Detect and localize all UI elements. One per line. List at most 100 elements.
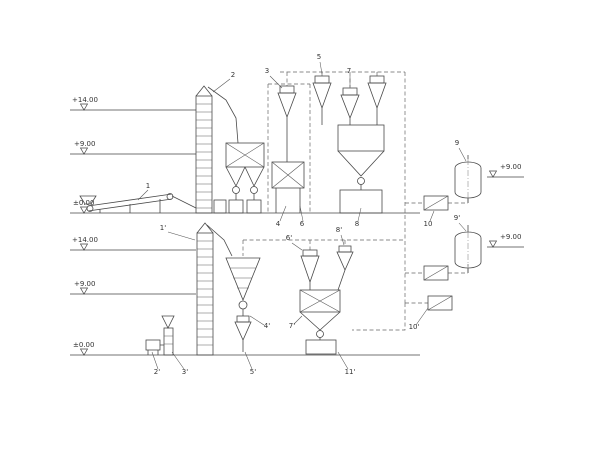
elevation-marker: +9.00 (487, 163, 524, 178)
elevation-marker: ±0.00 (70, 341, 420, 356)
equipment-label: 10' (409, 323, 420, 331)
label-leader-line (340, 234, 345, 246)
bucket-elevator-lower (196, 222, 233, 356)
equipment-label-group: 4 (276, 205, 287, 228)
label-leader-line (291, 242, 303, 251)
equipment-label-group: 2 (212, 71, 235, 93)
fan-box-1 (423, 195, 449, 211)
label-leader-line (337, 351, 349, 370)
label-leader-line (269, 75, 283, 89)
cyclone-5 (300, 249, 320, 290)
label-leader-line (458, 222, 467, 232)
pneumatic-duct-network (242, 71, 469, 331)
label-leader-line (319, 61, 323, 75)
equipment-label: 4 (276, 220, 281, 228)
cyclone-3 (340, 87, 360, 125)
equipment-label-group: 9 (455, 139, 467, 162)
elevation-label: +14.00 (72, 236, 98, 244)
elevation-triangle-icon (79, 348, 89, 356)
cyclone-2 (312, 75, 332, 125)
label-leader-line (293, 315, 303, 325)
fan-box-2 (423, 265, 449, 281)
cyclone-4 (367, 75, 387, 125)
equipment-label: 9' (454, 214, 460, 222)
equipment-label-group: 6' (286, 234, 303, 251)
surge-bin (337, 124, 385, 214)
label-leader-line (458, 147, 467, 162)
label-leader-line (429, 210, 435, 222)
fan-box-3 (427, 295, 453, 311)
equipment-label: 7 (347, 67, 351, 75)
equipment-label-group: 6 (299, 205, 305, 228)
elevation-marker: +9.00 (70, 140, 196, 155)
equipment-label: 4' (264, 322, 270, 330)
bucket-elevator-upper (195, 85, 239, 214)
cone-hopper-lower (225, 257, 261, 316)
double-hopper-bin (225, 142, 265, 214)
equipment-label-group: 7 (347, 67, 351, 87)
pressure-vessel-lower (454, 225, 482, 273)
equipment-label-group: 2' (151, 351, 160, 376)
elevation-marker: +9.00 (487, 233, 524, 248)
elevation-triangle-icon (79, 287, 89, 295)
elevation-triangle-icon (488, 170, 498, 178)
label-leader-line (299, 205, 304, 222)
equipment-label: 3' (182, 368, 188, 376)
equipment-label-group: 5' (244, 351, 256, 376)
elevation-label: +9.00 (74, 140, 95, 148)
inclined-conveyor (79, 193, 197, 213)
elevation-marker: +14.00 (70, 96, 196, 111)
equipment-label-group: 1 (137, 182, 150, 201)
elevation-label: +9.00 (500, 163, 521, 171)
small-feeder-box (145, 339, 164, 355)
label-leader-line (249, 315, 265, 326)
label-leader-line (415, 307, 429, 326)
equipment-label-group: 9' (454, 214, 467, 232)
equipment-label: 11' (345, 368, 356, 376)
label-leader-line (137, 189, 149, 201)
equipment-label-group: 8' (336, 226, 345, 246)
cyclone-6 (336, 245, 354, 291)
elevation-triangle-icon (79, 147, 89, 155)
equipment-label-group: 11' (337, 351, 356, 376)
cyclone-1 (277, 85, 297, 162)
equipment-label: 1 (146, 182, 150, 190)
equipment-label-group: 5 (317, 53, 323, 75)
elevation-layer: +14.00 +9.00 ±0.00 +14.00 +9.00 ±0.00 +9.00 +9.… (70, 96, 524, 356)
equipment-label: 5' (250, 368, 256, 376)
packing-bin (299, 289, 341, 355)
label-leader-line (279, 205, 287, 222)
label-leader-line (357, 207, 362, 222)
elevation-label: ±0.00 (73, 199, 94, 207)
equipment-label: 6' (286, 234, 292, 242)
equipment-label-group: 10 (424, 210, 435, 228)
equipment-label: 8' (336, 226, 342, 234)
label-leader-line (167, 231, 196, 241)
label-leader-line (212, 78, 231, 93)
equipment-label-group: 4' (249, 315, 270, 330)
pressure-vessel-upper (454, 155, 482, 203)
equipment-label-group: 8 (355, 207, 362, 228)
elevation-label: +9.00 (74, 280, 95, 288)
elevation-label: ±0.00 (73, 341, 94, 349)
equipment-label: 1' (160, 224, 166, 232)
equipment-label: 3 (265, 67, 269, 75)
label-leader-line (151, 351, 159, 370)
equipment-label: 2 (231, 71, 235, 79)
equipment-label-group: 10' (409, 307, 429, 331)
elevation-marker: +14.00 (70, 236, 196, 251)
equipment-label-group: 7' (289, 315, 303, 330)
elevation-label: +9.00 (500, 233, 521, 241)
elevation-triangle-icon (79, 103, 89, 111)
equipment-label-group: 3' (171, 351, 188, 376)
equipment-label: 10 (424, 220, 433, 228)
equipment-label-group: 1' (160, 224, 196, 241)
small-cyclone-bottom-left (161, 315, 175, 356)
elevation-triangle-icon (79, 206, 89, 214)
mixer-vessel (271, 161, 305, 213)
equipment-label: 9 (455, 139, 459, 147)
equipment-label: 7' (289, 322, 295, 330)
airlock-cyclone-lower (234, 315, 252, 352)
